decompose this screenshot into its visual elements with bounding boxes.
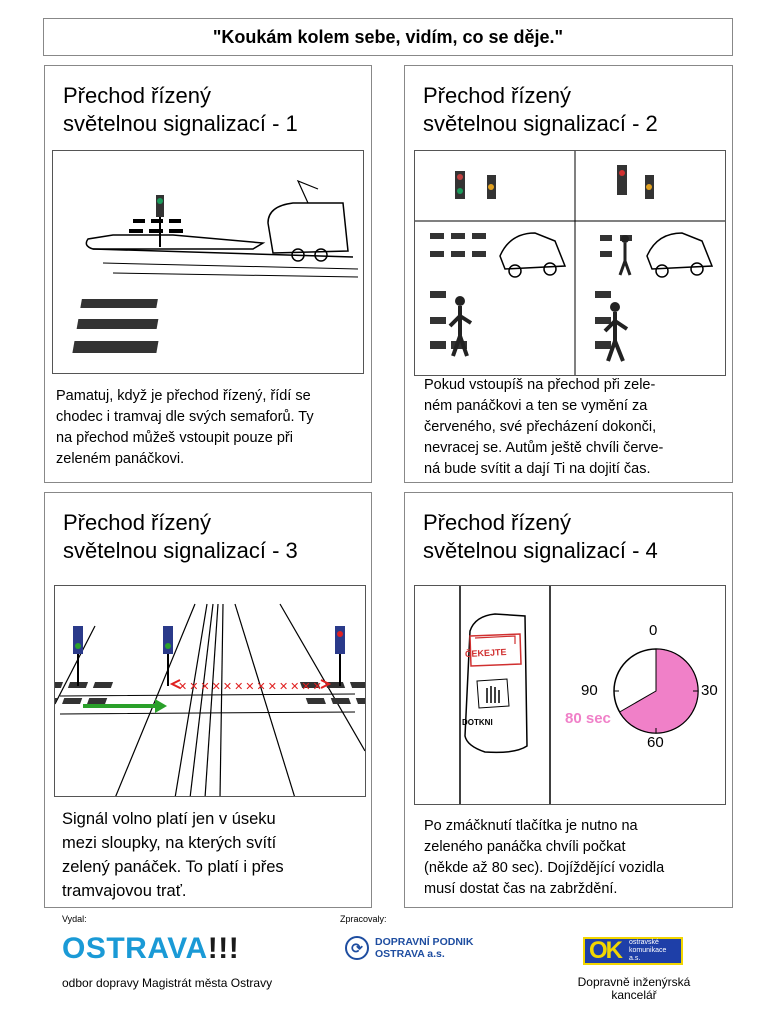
tram-track-crossing-drawing: ✕✕✕✕✕✕✕✕✕✕✕✕✕ <box>55 603 365 796</box>
button-touch-label: DOTKNI <box>462 718 493 727</box>
panel-1-text: Pamatuj, když je přechod řízený, řídí se… <box>56 388 314 467</box>
panel-2-illustration <box>414 150 726 376</box>
clock-elapsed-sector <box>618 648 699 734</box>
panel-4-illustration: ČEKEJTE DOTKNI 0 30 60 90 80 sec <box>414 585 726 805</box>
car-crossing-drawing <box>415 151 725 375</box>
panel-3-illustration: ✕✕✕✕✕✕✕✕✕✕✕✕✕ <box>54 585 366 797</box>
clock-label-60: 60 <box>647 734 664 751</box>
panel-3-heading: Přechod řízený světelnou signalizací - 3 <box>63 510 298 563</box>
panel-2-text: Pokud vstoupíš na přechod při zele- ném … <box>424 377 664 477</box>
page-title-box: "Koukám kolem sebe, vidím, co se děje." <box>43 18 733 56</box>
clock-label-90: 90 <box>581 682 598 699</box>
svg-text:✕✕✕✕✕✕✕✕✕✕✕✕✕: ✕✕✕✕✕✕✕✕✕✕✕✕✕ <box>178 681 324 693</box>
ostrava-department: odbor dopravy Magistrát města Ostravy <box>62 976 273 990</box>
dpo-emblem-icon: ⟳ <box>345 936 369 960</box>
push-button-drawing <box>459 586 551 804</box>
prepared-label: Zpracovaly: <box>340 914 387 924</box>
panel-1-illustration <box>52 150 364 374</box>
panel-4: Přechod řízený světelnou signalizací - 4… <box>404 492 733 908</box>
clock-label-30: 30 <box>701 682 718 699</box>
engineering-office: Dopravně inženýrská kancelář <box>577 975 691 1002</box>
panel-2: Přechod řízený světelnou signalizací - 2 <box>404 65 733 483</box>
panel-4-text: Po zmáčknutí tlačítka je nutno na zelené… <box>424 818 665 897</box>
panel-4-heading: Přechod řízený světelnou signalizací - 4 <box>423 510 658 563</box>
panel-1-heading: Přechod řízený světelnou signalizací - 1 <box>63 83 298 136</box>
page-title: "Koukám kolem sebe, vidím, co se děje." <box>212 26 564 47</box>
clock-seconds-label: 80 sec <box>565 710 611 727</box>
ok-logo: OK ostravské komunikace a.s. <box>583 937 683 965</box>
ostrava-logo: OSTRAVA!!! <box>62 932 240 965</box>
panel-1: Přechod řízený světelnou signalizací - 1 <box>44 65 372 483</box>
clock-label-0: 0 <box>649 622 658 639</box>
panel-3: Přechod řízený světelnou signalizací - 3 <box>44 492 372 908</box>
panel-3-text: Signál volno platí jen v úseku mezi slou… <box>62 810 284 900</box>
wait-timer-clock <box>613 648 699 734</box>
published-label: Vydal: <box>62 914 87 924</box>
panel-2-heading: Přechod řízený světelnou signalizací - 2 <box>423 83 658 136</box>
tram-crossing-drawing <box>72 179 359 353</box>
dpo-logo: ⟳ DOPRAVNÍ PODNIK OSTRAVA a.s. <box>345 936 473 960</box>
